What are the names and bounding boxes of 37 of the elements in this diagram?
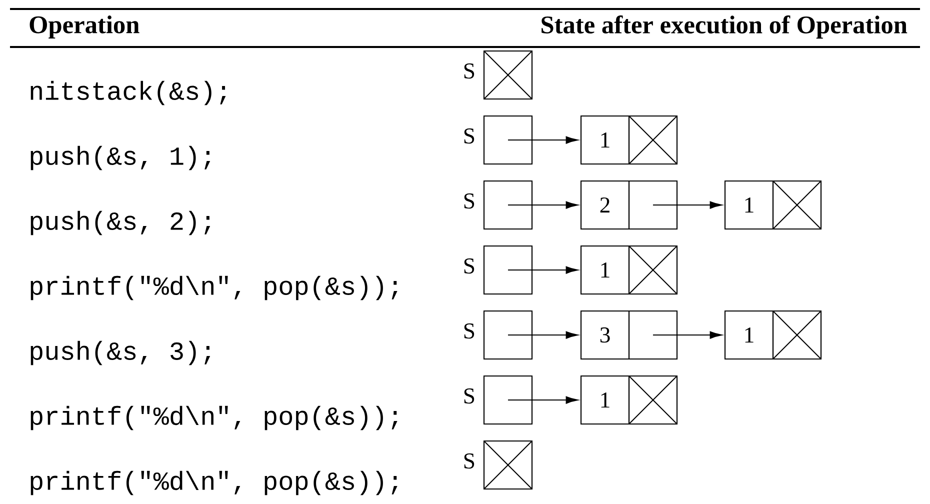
list-node: 2 <box>580 180 678 230</box>
pointer-label: S <box>464 323 474 339</box>
pointer-box <box>483 50 533 100</box>
pointer-box <box>483 115 533 165</box>
code-line: push(&s, 1); <box>30 146 210 170</box>
code-line: push(&s, 2); <box>30 210 210 236</box>
pointer-box <box>483 180 533 230</box>
pointer-box <box>483 375 533 425</box>
list-node: 1 <box>580 245 678 295</box>
arrow <box>508 201 578 209</box>
arrow <box>653 331 722 339</box>
code-line: printf("%d\n", pop(&s)); <box>30 276 398 300</box>
pointer-label: S <box>464 128 474 144</box>
arrow <box>653 201 722 209</box>
arrow <box>508 396 578 404</box>
list-node: 1 <box>580 375 678 425</box>
list-node: 1 <box>580 115 678 165</box>
pointer-label: S <box>464 453 474 469</box>
pointer-label: S <box>464 63 474 79</box>
arrow <box>508 136 578 144</box>
arrow <box>508 266 578 274</box>
code-line: printf("%d\n", pop(&s)); <box>30 470 398 496</box>
pointer-box <box>483 245 533 295</box>
column-header: State after execution of Operation <box>542 15 908 39</box>
list-node: 3 <box>580 310 678 360</box>
pointer-box <box>483 310 533 360</box>
list-node: 1 <box>724 310 822 360</box>
arrow <box>508 331 578 339</box>
code-line: push(&s, 3); <box>30 340 210 366</box>
code-line: nitstack(&s); <box>30 80 226 106</box>
column-header: Operation <box>30 16 140 38</box>
pointer-label: S <box>464 388 474 404</box>
code-line: printf("%d\n", pop(&s)); <box>30 406 398 430</box>
pointer-box <box>483 440 533 490</box>
list-node: 1 <box>724 180 822 230</box>
pointer-label: S <box>464 193 474 209</box>
pointer-label: S <box>464 258 474 274</box>
